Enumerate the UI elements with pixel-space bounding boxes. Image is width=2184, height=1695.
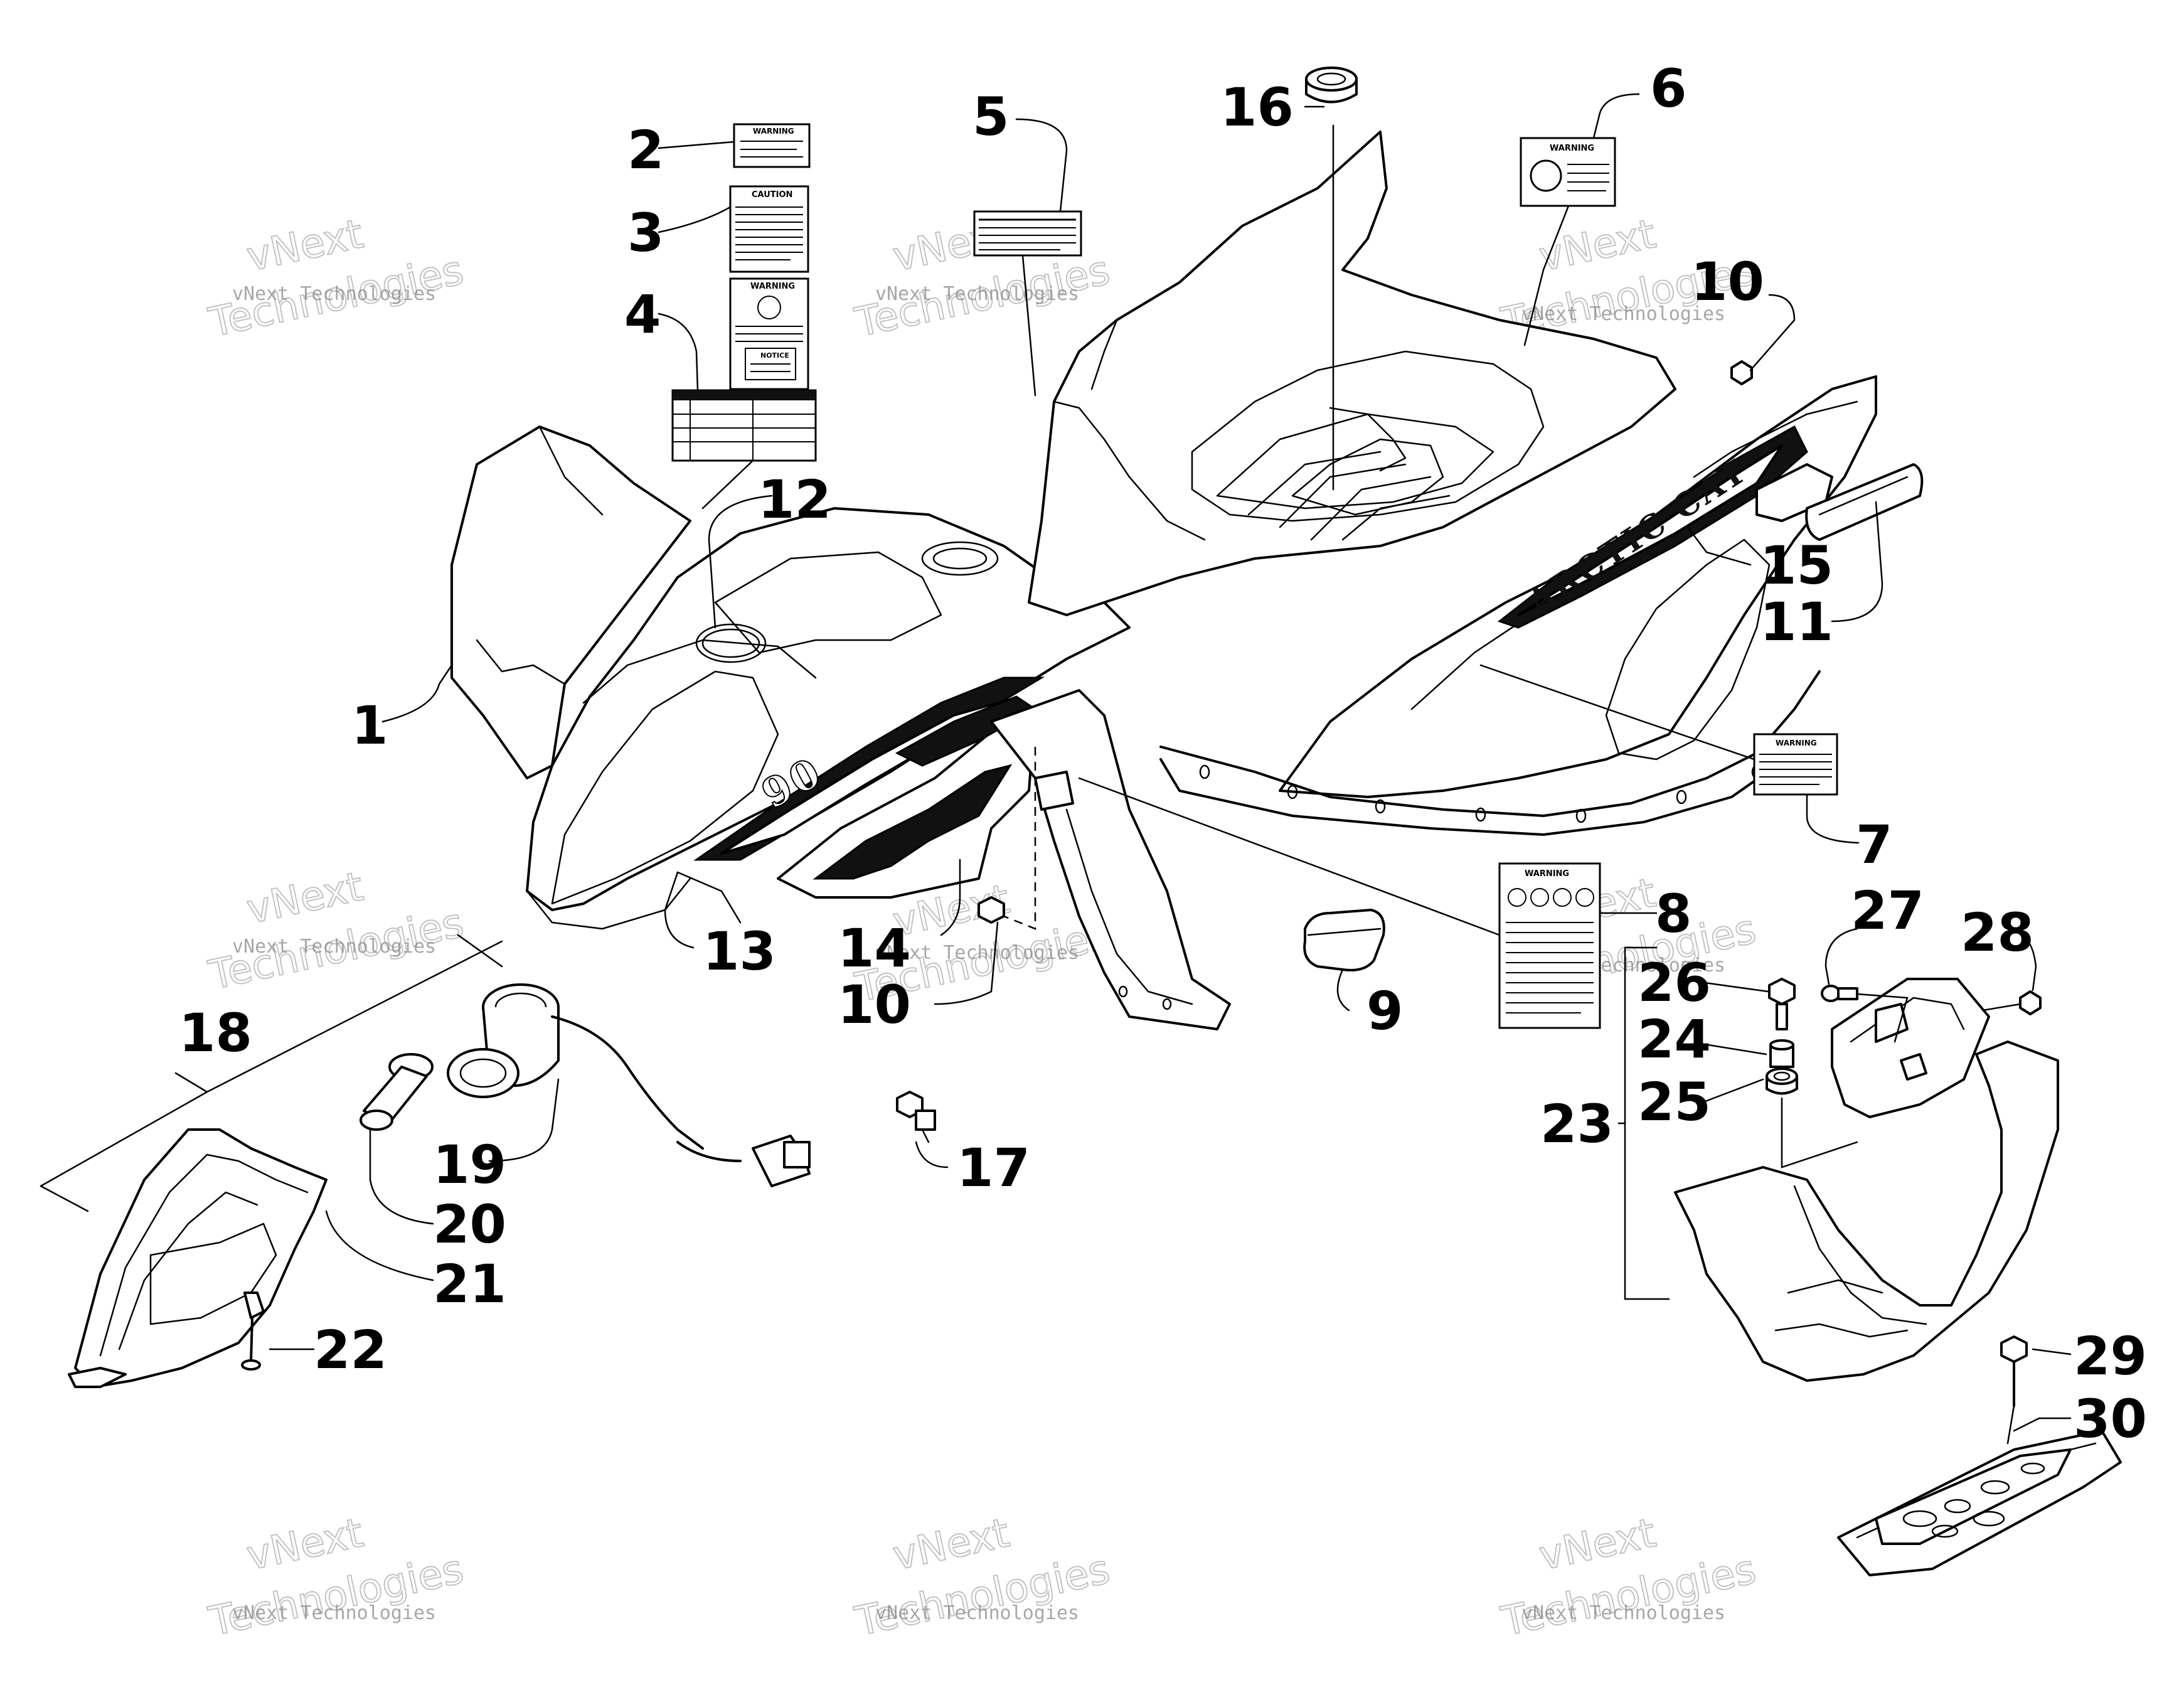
callout-8: 8: [1655, 883, 1691, 944]
bolt-26: [1768, 978, 1796, 1030]
callout-16: 16: [1220, 77, 1294, 138]
bushing-24: [1769, 1039, 1794, 1068]
callout-23: 23: [1540, 1093, 1614, 1155]
callout-15: 15: [1760, 535, 1833, 596]
warning-decal-6: WARNING: [1520, 137, 1616, 207]
callout-4: 4: [624, 284, 661, 345]
nut-10-lower: [977, 896, 1005, 924]
reflector-11: [1805, 463, 1924, 541]
callout-9: 9: [1366, 980, 1403, 1042]
watermark-text: vNext Technologies: [875, 942, 1079, 964]
callout-7: 7: [1856, 814, 1892, 875]
skid-plate-30: [1837, 1430, 2122, 1576]
footrest-assembly: [1674, 978, 2122, 1576]
watermark-text: vNext Technologies: [875, 283, 1079, 305]
caution-decal-3: CAUTION: [729, 185, 809, 273]
callout-18: 18: [179, 1002, 252, 1064]
watermark-text: vNext Technologies: [232, 283, 436, 305]
callout-13: 13: [703, 921, 776, 982]
callout-5: 5: [972, 86, 1009, 147]
nut-10-top: [1730, 360, 1753, 385]
callout-30: 30: [2074, 1388, 2147, 1450]
bolt-17: [896, 1091, 936, 1143]
warning-decal-5: [973, 210, 1082, 257]
skirt-rivets: [1199, 764, 1762, 823]
callout-24: 24: [1638, 1008, 1711, 1070]
callout-27: 27: [1851, 880, 1924, 941]
callout-22: 22: [314, 1319, 387, 1381]
warning-decal-4: WARNING NOTICE: [729, 277, 809, 390]
front-emblem: [695, 623, 767, 663]
svg-text:WARNING: WARNING: [750, 282, 795, 291]
watermark-text: vNext Technologies: [232, 1602, 436, 1624]
callout-3: 3: [627, 202, 664, 264]
svg-text:WARNING: WARNING: [1550, 144, 1594, 153]
bolt-29: [2000, 1335, 2028, 1407]
svg-text:WARNING: WARNING: [1525, 869, 1569, 879]
watermark: vNext Technologies: [205, 863, 469, 1000]
callout-6: 6: [1650, 58, 1686, 119]
grommet-25: [1766, 1067, 1798, 1095]
headlight-housing-21: [74, 1128, 328, 1388]
bulb-20: [360, 1053, 434, 1131]
svg-text:WARNING: WARNING: [753, 127, 794, 136]
callout-20: 20: [433, 1194, 506, 1255]
grommet-16: [1305, 67, 1358, 104]
callout-11: 11: [1760, 591, 1833, 653]
callout-12: 12: [758, 469, 831, 530]
svg-text:NOTICE: NOTICE: [760, 351, 789, 360]
main-body-fender: 90 ARCTIC CAT: [450, 131, 1877, 1030]
reflector-9: [1303, 909, 1385, 971]
screw-22: [241, 1317, 261, 1371]
callout-1: 1: [351, 695, 388, 756]
callout-29: 29: [2074, 1325, 2147, 1387]
watermark-text: vNext Technologies: [1521, 1602, 1725, 1624]
inspection-table-decal: [671, 389, 817, 462]
bolt-27: [1821, 985, 1858, 1002]
svg-text:WARNING: WARNING: [1776, 739, 1817, 747]
callout-19: 19: [433, 1134, 506, 1195]
callout-numbers: 1 2 3 4 5 6 7 8 9 10 10 11 12 13 14 15 1…: [179, 58, 2147, 1450]
warning-decal-2: WARNING: [733, 123, 811, 168]
watermark: vNext Technologies: [205, 210, 469, 347]
callout-21: 21: [433, 1253, 506, 1315]
callout-25: 25: [1638, 1071, 1711, 1133]
socket-harness-19: [447, 983, 811, 1187]
watermark-text: vNext Technologies: [232, 936, 436, 958]
callout-2: 2: [627, 119, 664, 181]
warning-decal-8: WARNING: [1498, 862, 1601, 1029]
svg-text:CAUTION: CAUTION: [752, 190, 792, 200]
watermark-text: vNext Technologies: [1521, 303, 1725, 325]
callout-26: 26: [1638, 952, 1711, 1013]
callout-10-lower: 10: [838, 974, 911, 1035]
watermark-text: vNext Technologies: [875, 1602, 1079, 1624]
callout-10-top: 10: [1691, 251, 1764, 313]
headlight-assembly: [68, 983, 811, 1388]
warning-decal-7: WARNING: [1753, 733, 1838, 796]
leader-lines: [40, 93, 2072, 1445]
callout-28: 28: [1961, 902, 2034, 963]
callout-17: 17: [957, 1137, 1030, 1199]
nut-28: [2019, 990, 2042, 1015]
callout-14: 14: [838, 917, 911, 979]
